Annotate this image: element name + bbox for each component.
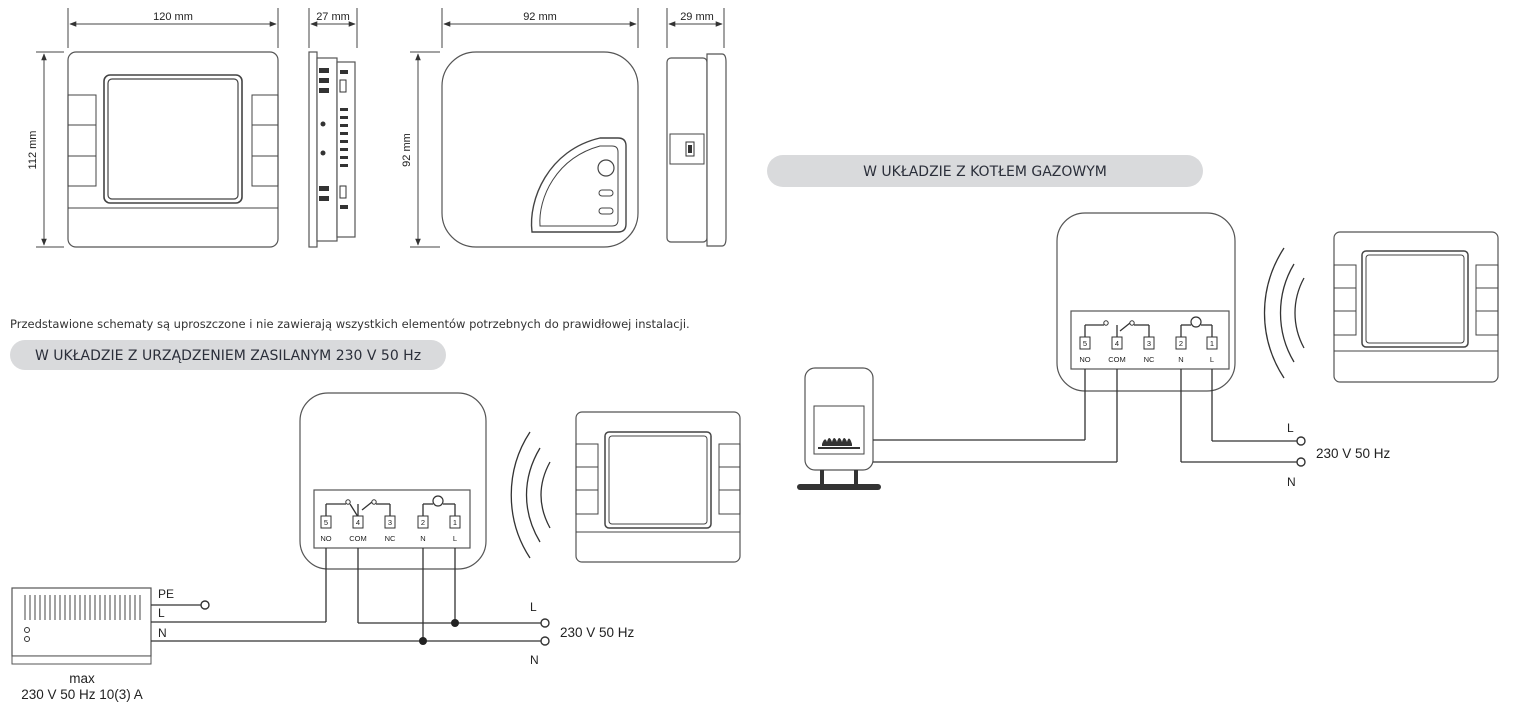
svg-text:3: 3: [1147, 339, 1151, 348]
front-height-label: 112 mm: [27, 131, 39, 170]
thermostat-right: [1333, 231, 1499, 383]
terminal-1-right: 1 L: [1206, 336, 1218, 364]
terminal-3: 3 NC: [384, 515, 396, 543]
heater-l-label: L: [158, 606, 165, 620]
wiring-left: PE L N L N 230 V 50 Hz: [151, 548, 635, 667]
section-powered-title: W UKŁADZIE Z URZĄDZENIEM ZASILANYM 230 V…: [35, 348, 421, 364]
svg-text:1: 1: [453, 518, 457, 527]
svg-text:NO: NO: [320, 534, 331, 543]
terminal-1: 1 L: [449, 515, 461, 543]
boiler-supply-l-label: L: [1287, 421, 1294, 435]
svg-text:4: 4: [1115, 339, 1119, 348]
terminal-4: 4 COM: [349, 515, 367, 543]
receiver-front-view: 92 mm 92 mm: [401, 8, 639, 248]
supply-l-label: L: [530, 600, 537, 614]
svg-text:COM: COM: [349, 534, 367, 543]
gas-boiler: [797, 367, 881, 490]
svg-text:5: 5: [1083, 339, 1087, 348]
heater-device: max 230 V 50 Hz 10(3) A: [11, 587, 152, 702]
wireless-signal-icon: [510, 431, 551, 559]
front-width-label: 120 mm: [153, 11, 193, 23]
svg-text:L: L: [453, 534, 457, 543]
terminal-5: 5 NO: [320, 515, 332, 543]
svg-text:2: 2: [1179, 339, 1183, 348]
wireless-signal-icon-right: [1263, 247, 1305, 379]
section-boiler-title: W UKŁADZIE Z KOTŁEM GAZOWYM: [863, 164, 1107, 180]
side-depth-label: 27 mm: [316, 11, 350, 23]
svg-text:NC: NC: [385, 534, 396, 543]
svg-text:1: 1: [1210, 339, 1214, 348]
thermostat-left: [575, 411, 741, 563]
svg-text:L: L: [1210, 355, 1214, 364]
svg-text:N: N: [420, 534, 425, 543]
supply-n-label: N: [530, 653, 539, 667]
heater-max-label: max: [69, 671, 95, 686]
heater-pe-label: PE: [158, 587, 174, 601]
section-powered-device-header: W UKŁADZIE Z URZĄDZENIEM ZASILANYM 230 V…: [10, 340, 446, 370]
receiver-width-label: 92 mm: [523, 11, 557, 23]
wiring-right: L N 230 V 50 Hz: [873, 369, 1391, 489]
heater-rating-label: 230 V 50 Hz 10(3) A: [21, 687, 143, 702]
boiler-supply-voltage-label: 230 V 50 Hz: [1316, 446, 1391, 461]
svg-text:N: N: [1178, 355, 1183, 364]
terminal-2-right: 2 N: [1175, 336, 1187, 364]
receiver-side-view: 29 mm: [666, 8, 727, 247]
receiver-height-label: 92 mm: [401, 133, 413, 167]
receiver-unit-left: 5 NO 4 COM 3 NC 2 N 1 L: [299, 392, 487, 570]
svg-text:4: 4: [356, 518, 360, 527]
svg-text:COM: COM: [1108, 355, 1126, 364]
section-boiler-header: W UKŁADZIE Z KOTŁEM GAZOWYM: [767, 155, 1203, 187]
terminal-2: 2 N: [417, 515, 429, 543]
thermostat-side-view: 27 mm: [308, 8, 358, 248]
receiver-depth-label: 29 mm: [680, 11, 714, 23]
receiver-unit-right: 5 NO 4 COM 3 NC 2 N 1 L: [1056, 212, 1236, 392]
terminal-5-right: 5 NO: [1079, 336, 1091, 364]
terminal-3-right: 3 NC: [1143, 336, 1155, 364]
heater-n-label: N: [158, 626, 167, 640]
svg-text:3: 3: [388, 518, 392, 527]
thermostat-front-view: 120 mm 112 mm: [27, 8, 279, 248]
svg-text:2: 2: [421, 518, 425, 527]
terminal-4-right: 4 COM: [1108, 336, 1126, 364]
svg-text:5: 5: [324, 518, 328, 527]
supply-voltage-label: 230 V 50 Hz: [560, 625, 635, 640]
svg-text:NO: NO: [1079, 355, 1090, 364]
svg-text:NC: NC: [1144, 355, 1155, 364]
boiler-supply-n-label: N: [1287, 475, 1296, 489]
installation-note: Przedstawione schematy są uproszczone i …: [10, 317, 690, 331]
